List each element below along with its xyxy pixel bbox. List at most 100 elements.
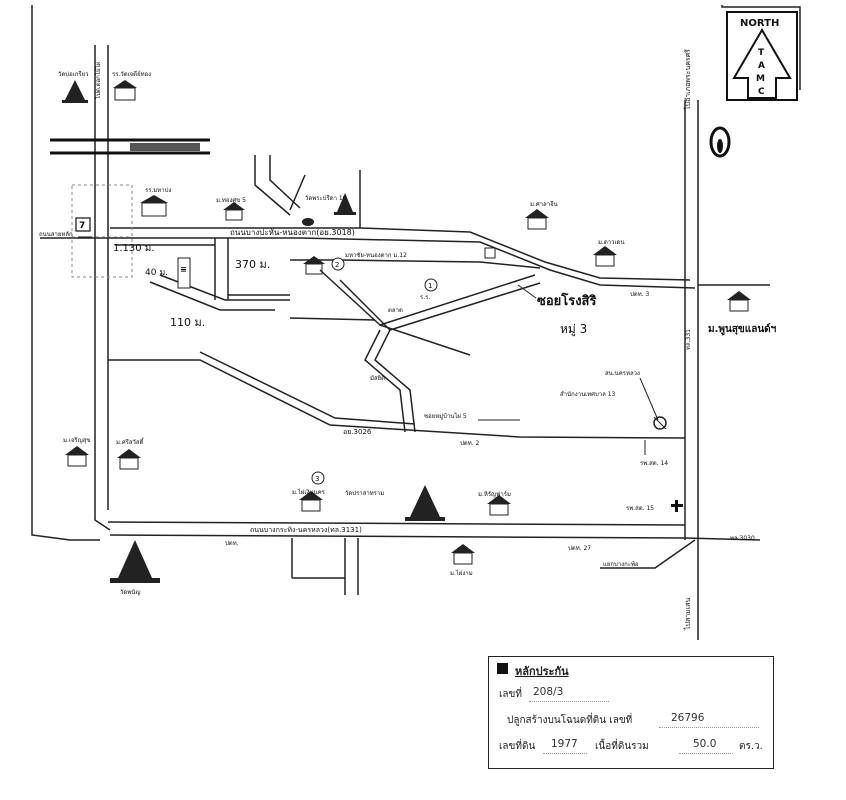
north-label: NORTH [740,18,779,29]
road-diagonal-2 [339,279,391,331]
road-left-vertical-a [94,45,111,531]
house-icon-center-1 [303,256,325,275]
distance-40: 40 ม. [145,268,168,278]
label-to-left: ถนนสายหลัก [39,231,73,238]
road-winding-a [374,329,416,433]
label-road-3026: อย.3026 [343,428,372,436]
temple-icon-preeda [334,193,356,215]
distance-1130: 1.130 ม. [113,243,155,254]
label-gas-3: ปตท. 3 [630,291,649,298]
road-left-center [289,317,376,321]
school-icon-mahapong [140,195,168,217]
label-temple-topleft: วัดบ่อเกรียว [58,70,88,78]
house-icon-pai-ngoen [299,491,323,512]
collateral-deed-label: ปลูกสร้างบนโฉนดที่ดิน เลขที่ [507,715,633,726]
main-road-top-label: ถนนบางปะหัน-หนองตาก(อย.3018) [230,228,355,237]
hospital-cross-icon [671,500,683,512]
temple-icon-phanan [110,540,160,583]
house-icon-thongsuk [223,202,245,221]
label-hiran: ม.หิรัญฟาร์ม [478,490,511,498]
collateral-land-no-label: เลขที่ดิน [499,741,536,752]
road-3026-a [108,359,686,439]
label-temple-preeda: วัดพระปรีดา 10 [305,194,347,202]
label-road-331: ทล.331 [685,329,692,350]
label-gas-5: ปตท. 27 [568,545,591,552]
label-to-ayutthaya: ไปอำเภอพระนครศรี [683,49,692,111]
map-border-left [31,5,100,541]
label-road-3131: ถนนบางกระทิง-นครหลวง(ทล.3131) [250,526,362,534]
house-icon-charoensuk [65,446,89,467]
road-3131-a [107,521,686,526]
property-plot [177,257,191,289]
collateral-land-no-value: 1977 [551,738,578,750]
office-icon [653,416,667,430]
label-municipal-office: สำนักงานเทศบาล 13 [560,391,616,398]
label-to-samsen: ไปสามเสน [683,598,692,631]
label-school-topleft: รร.วัดเจดีย์ทอง [112,70,151,78]
label-gas-1: ปตท. [225,540,239,547]
property-area-box [71,184,133,278]
label-soi-rongsiri: ซอยโรงสิริ [537,292,596,309]
label-pai-ngam: ม.ไผ่งาม [450,569,473,577]
north-letter-a: A [758,61,765,71]
label-pai-ngoen: ม.ไผ่เงินนคร [292,488,326,496]
label-clinic-1: รพ.สต. 14 [640,460,668,467]
label-mahachai: มหาชัย-หนองตาก ม.12 [345,252,407,259]
main-road-top-line2 [110,227,691,281]
collateral-area-label: เนื้อที่ดินรวม [595,741,649,752]
highway-label-block [130,143,200,151]
house-icon-poonsuk [727,291,751,312]
main-road-top-line1 [40,237,696,289]
north-letter-m: M [756,74,765,84]
label-police: สน.นครหลวง [605,370,640,377]
collateral-area-value: 50.0 [693,738,717,750]
label-dok-mai: ไปต.ดอกไม้ไผ่ [94,61,102,100]
label-soi-5: ซอยหมู่บ้านไผ่ 5 [424,412,467,420]
house-icon-pai-ngam [451,544,475,565]
circle-label-3: 3 [315,475,319,483]
label-clinic-2: รพ.สต. 15 [626,505,654,512]
label-gas-2: ปตท. 2 [460,440,479,447]
road-to-bangkapho [600,539,696,569]
label-charoensuk: ม.เจริญสุข [63,437,91,444]
road-center-top-b [269,155,301,209]
house-icon-daoden [593,246,617,267]
north-letter-t: T [758,48,765,58]
house-icon-hiran [487,495,511,516]
temple-icon-topleft [62,80,88,103]
road-center-top-c [289,174,306,211]
label-school-mahapong: รร.มหาปง [145,187,171,194]
circle-label-2-top: 2 [335,261,339,269]
house-icon-salachin [525,209,549,230]
road-center-top-a [254,155,291,216]
collateral-no-value: 208/3 [533,686,564,698]
svg-text:7: 7 [79,221,85,231]
temple-icon-prasat [405,485,445,521]
label-daoden: ม.ดาวเดน [598,239,625,246]
circle-marker-2-top [331,257,345,271]
north-letter-c: C [758,87,765,97]
road-3026-b [199,351,416,425]
label-bangkapho: แยกบางกะพ้อ [603,561,639,568]
collateral-area-unit: ตร.ว. [739,741,763,752]
access-road-4 [149,281,275,311]
house-icon-srisawat [117,449,141,470]
label-thongsuk: ม.ทองศุข 5 [216,197,246,204]
distance-110: 110 ม. [170,316,205,329]
north-arrow-icon [732,28,792,99]
mosque-icon-small [302,218,314,226]
label-temple-prasat: วัดปราสาทราม [345,490,384,497]
property-marker-icon [75,217,91,232]
circle-marker-1 [424,278,438,292]
road-3131-b [109,534,761,541]
label-srisawat: ม.ศรีสวัสดิ์ [116,437,145,446]
circle-marker-3 [311,471,325,485]
label-school-center: ร.ร. [420,294,430,301]
collateral-no-label: เลขที่ [499,689,522,700]
road-mahachai [290,259,541,269]
company-logo-icon [709,126,731,158]
label-temple-phanan: วัดพนัญ [120,589,140,596]
label-market-center: ตลาด [388,307,403,314]
